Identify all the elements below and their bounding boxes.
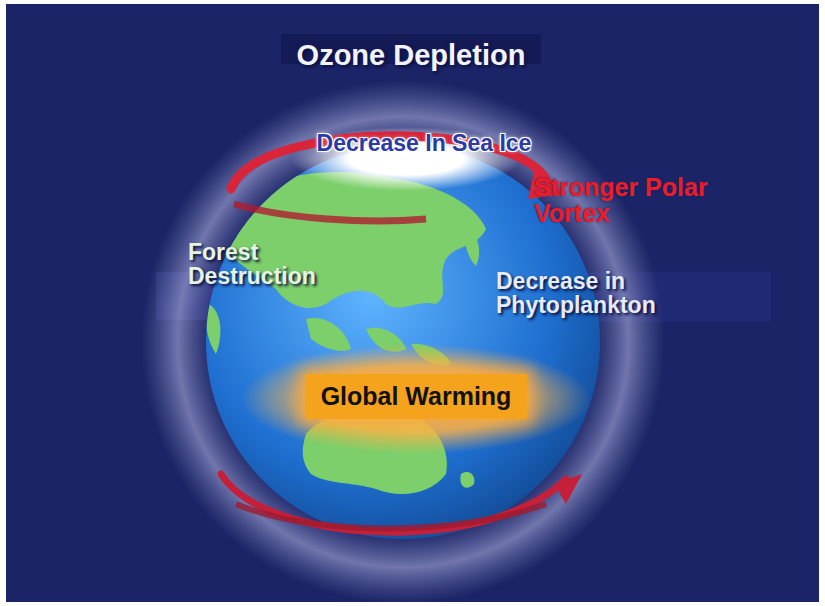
effect-label: Stronger Polar Vortex (534, 174, 784, 227)
highlight-box: Global Warming (305, 374, 528, 419)
effect-label: Decrease In Sea Ice (317, 131, 532, 155)
background-panel: Ozone DepletionDecrease In Sea IceStrong… (6, 4, 819, 602)
globe-illustration (6, 4, 819, 602)
effect-label: Forest Destruction (188, 240, 388, 288)
heading-label: Ozone Depletion (297, 40, 526, 70)
effect-label: Decrease in Phytoplankton (496, 269, 776, 317)
box-text: Global Warming (321, 382, 512, 411)
